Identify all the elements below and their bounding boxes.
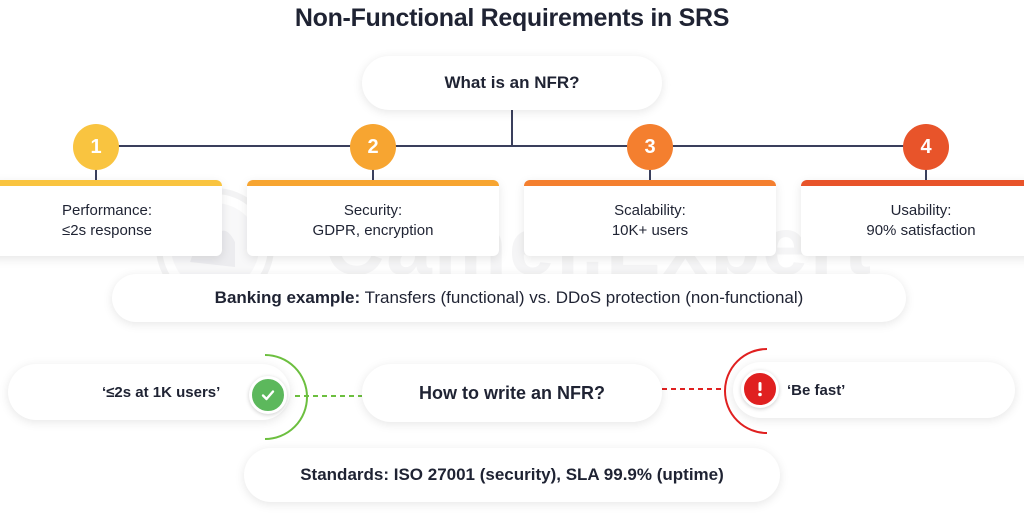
banking-example-label: Banking example: [214,288,361,307]
category-card-scalability: Scalability: 10K+ users [524,180,776,256]
category-card-performance: Performance: ≤2s response [0,180,222,256]
root-node: What is an NFR? [362,56,662,110]
bad-example-text: ‘Be fast’ [787,381,846,399]
page-title: Non-Functional Requirements in SRS [294,4,730,32]
bad-example-arc [724,348,768,434]
category-detail: GDPR, encryption [312,222,434,239]
standards: Standards: ISO 27001 (security), SLA 99.… [244,448,780,502]
category-title: Usability: [890,202,952,219]
category-title: Security: [343,202,403,219]
banking-example-text: Transfers (functional) vs. DDoS protecti… [360,288,804,307]
category-2-number: 2 [350,124,396,170]
category-4-number: 4 [903,124,949,170]
exclamation-icon [741,370,779,408]
category-card-usability: Usability: 90% satisfaction [801,180,1024,256]
category-3-number: 3 [627,124,673,170]
category-card-security: Security: GDPR, encryption [247,180,499,256]
root-node-label: What is an NFR? [444,73,580,92]
category-detail: 10K+ users [611,222,689,239]
good-example-arc [264,354,308,440]
category-title: Performance: [61,202,153,219]
category-1-number: 1 [73,124,119,170]
how-to-node: How to write an NFR? [362,364,662,422]
good-example-text: ‘≤2s at 1K users’ [102,383,221,401]
category-title: Scalability: [614,202,686,219]
bad-example: ‘Be fast’ [733,362,1015,418]
banking-example: Banking example: Transfers (functional) … [112,274,906,322]
standards-text: Standards: ISO 27001 (security), SLA 99.… [300,465,724,484]
how-to-label: How to write an NFR? [419,382,605,403]
good-example: ‘≤2s at 1K users’ [8,364,290,420]
check-icon [249,376,287,414]
category-detail: ≤2s response [62,222,152,239]
category-detail: 90% satisfaction [866,222,976,239]
